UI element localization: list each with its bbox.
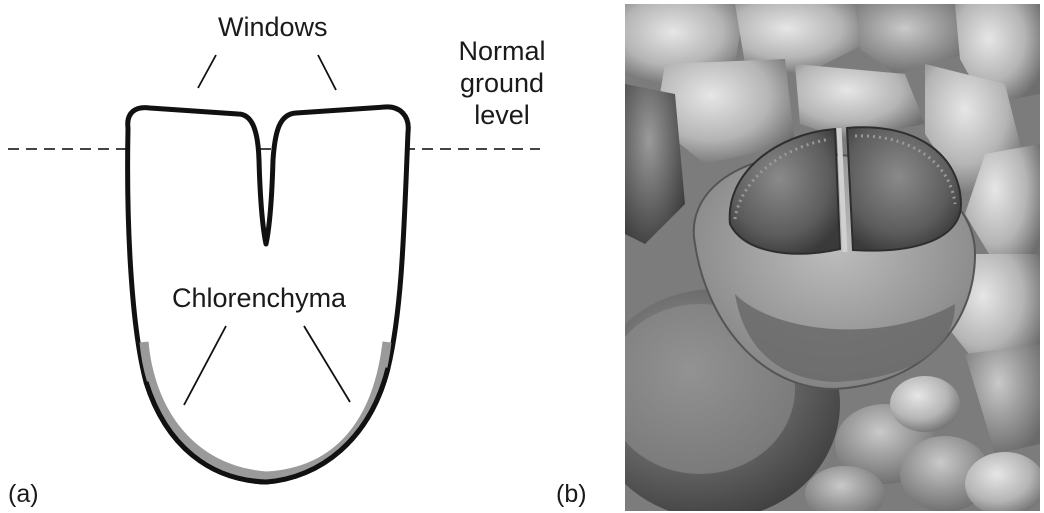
windows-pointer-left bbox=[198, 55, 216, 88]
plant-photograph bbox=[625, 4, 1040, 511]
ground-level-label-line2: ground bbox=[452, 68, 552, 100]
windows-pointer-right bbox=[318, 55, 336, 90]
windows-label: Windows bbox=[218, 12, 328, 44]
diagram-panel-a: Windows Normal ground level Chlorenchyma… bbox=[0, 0, 600, 513]
ground-level-label: Normal ground level bbox=[452, 36, 552, 132]
photo-scene bbox=[625, 4, 1040, 511]
ground-level-label-line3: level bbox=[452, 100, 552, 132]
chlorenchyma-label: Chlorenchyma bbox=[172, 283, 346, 315]
ground-level-label-line1: Normal bbox=[452, 36, 552, 68]
panel-a-tag: (a) bbox=[8, 480, 39, 510]
panel-b-tag: (b) bbox=[556, 480, 587, 510]
